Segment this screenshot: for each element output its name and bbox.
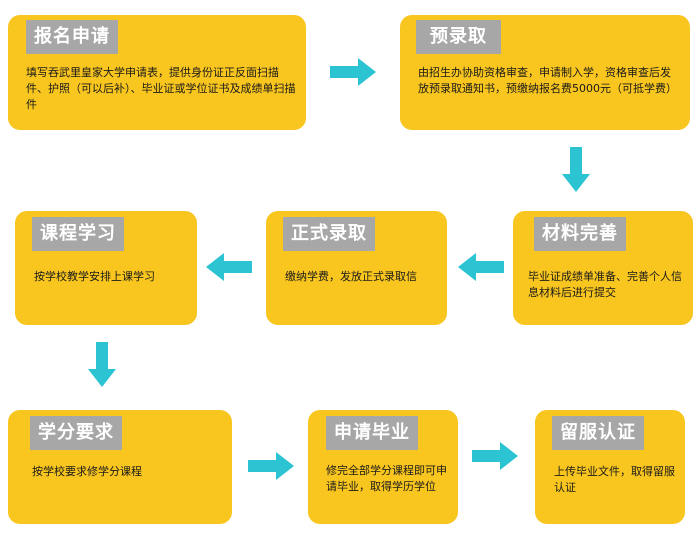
step-apply: 报名申请 填写吞武里皇家大学申请表，提供身份证正反面扫描件、护照（可以后补）、毕… [8, 15, 306, 130]
step-title: 材料完善 [534, 217, 626, 251]
step-credits: 学分要求 按学校要求修学分课程 [8, 410, 232, 524]
step-official-admission: 正式录取 缴纳学费，发放正式录取信 [266, 211, 447, 325]
step-pre-admission: 预录取 由招生办协助资格审查，申请制入学，资格审查后发放预录取通知书，预缴纳报名… [400, 15, 690, 130]
step-title: 留服认证 [552, 416, 644, 450]
step-description: 毕业证成绩单准备、完善个人信息材料后进行提交 [528, 270, 682, 299]
step-coursework: 课程学习 按学校教学安排上课学习 [15, 211, 197, 325]
step-description: 上传毕业文件，取得留服认证 [554, 465, 675, 494]
step-graduation: 申请毕业 修完全部学分课程即可申请毕业，取得学历学位 [308, 410, 458, 524]
arrow-left-icon [458, 253, 504, 281]
step-title: 预录取 [416, 20, 501, 54]
arrow-left-icon [206, 253, 252, 281]
step-description: 修完全部学分课程即可申请毕业，取得学历学位 [326, 464, 447, 493]
step-certification: 留服认证 上传毕业文件，取得留服认证 [535, 410, 685, 524]
step-materials: 材料完善 毕业证成绩单准备、完善个人信息材料后进行提交 [513, 211, 693, 325]
arrow-right-icon [472, 442, 518, 470]
step-title: 报名申请 [26, 20, 118, 54]
arrow-down-icon [562, 147, 590, 192]
step-description: 填写吞武里皇家大学申请表，提供身份证正反面扫描件、护照（可以后补）、毕业证或学位… [26, 66, 296, 111]
step-title: 学分要求 [30, 416, 122, 450]
step-title: 课程学习 [32, 217, 124, 251]
step-description: 缴纳学费，发放正式录取信 [285, 270, 417, 283]
step-description: 按学校要求修学分课程 [32, 465, 142, 478]
step-description: 由招生办协助资格审查，申请制入学，资格审查后发放预录取通知书，预缴纳报名费500… [418, 66, 677, 95]
arrow-right-icon [248, 452, 294, 480]
step-title: 申请毕业 [326, 416, 418, 450]
arrow-right-icon [330, 58, 376, 86]
step-description: 按学校教学安排上课学习 [34, 270, 155, 283]
step-title: 正式录取 [283, 217, 375, 251]
arrow-down-icon [88, 342, 116, 387]
